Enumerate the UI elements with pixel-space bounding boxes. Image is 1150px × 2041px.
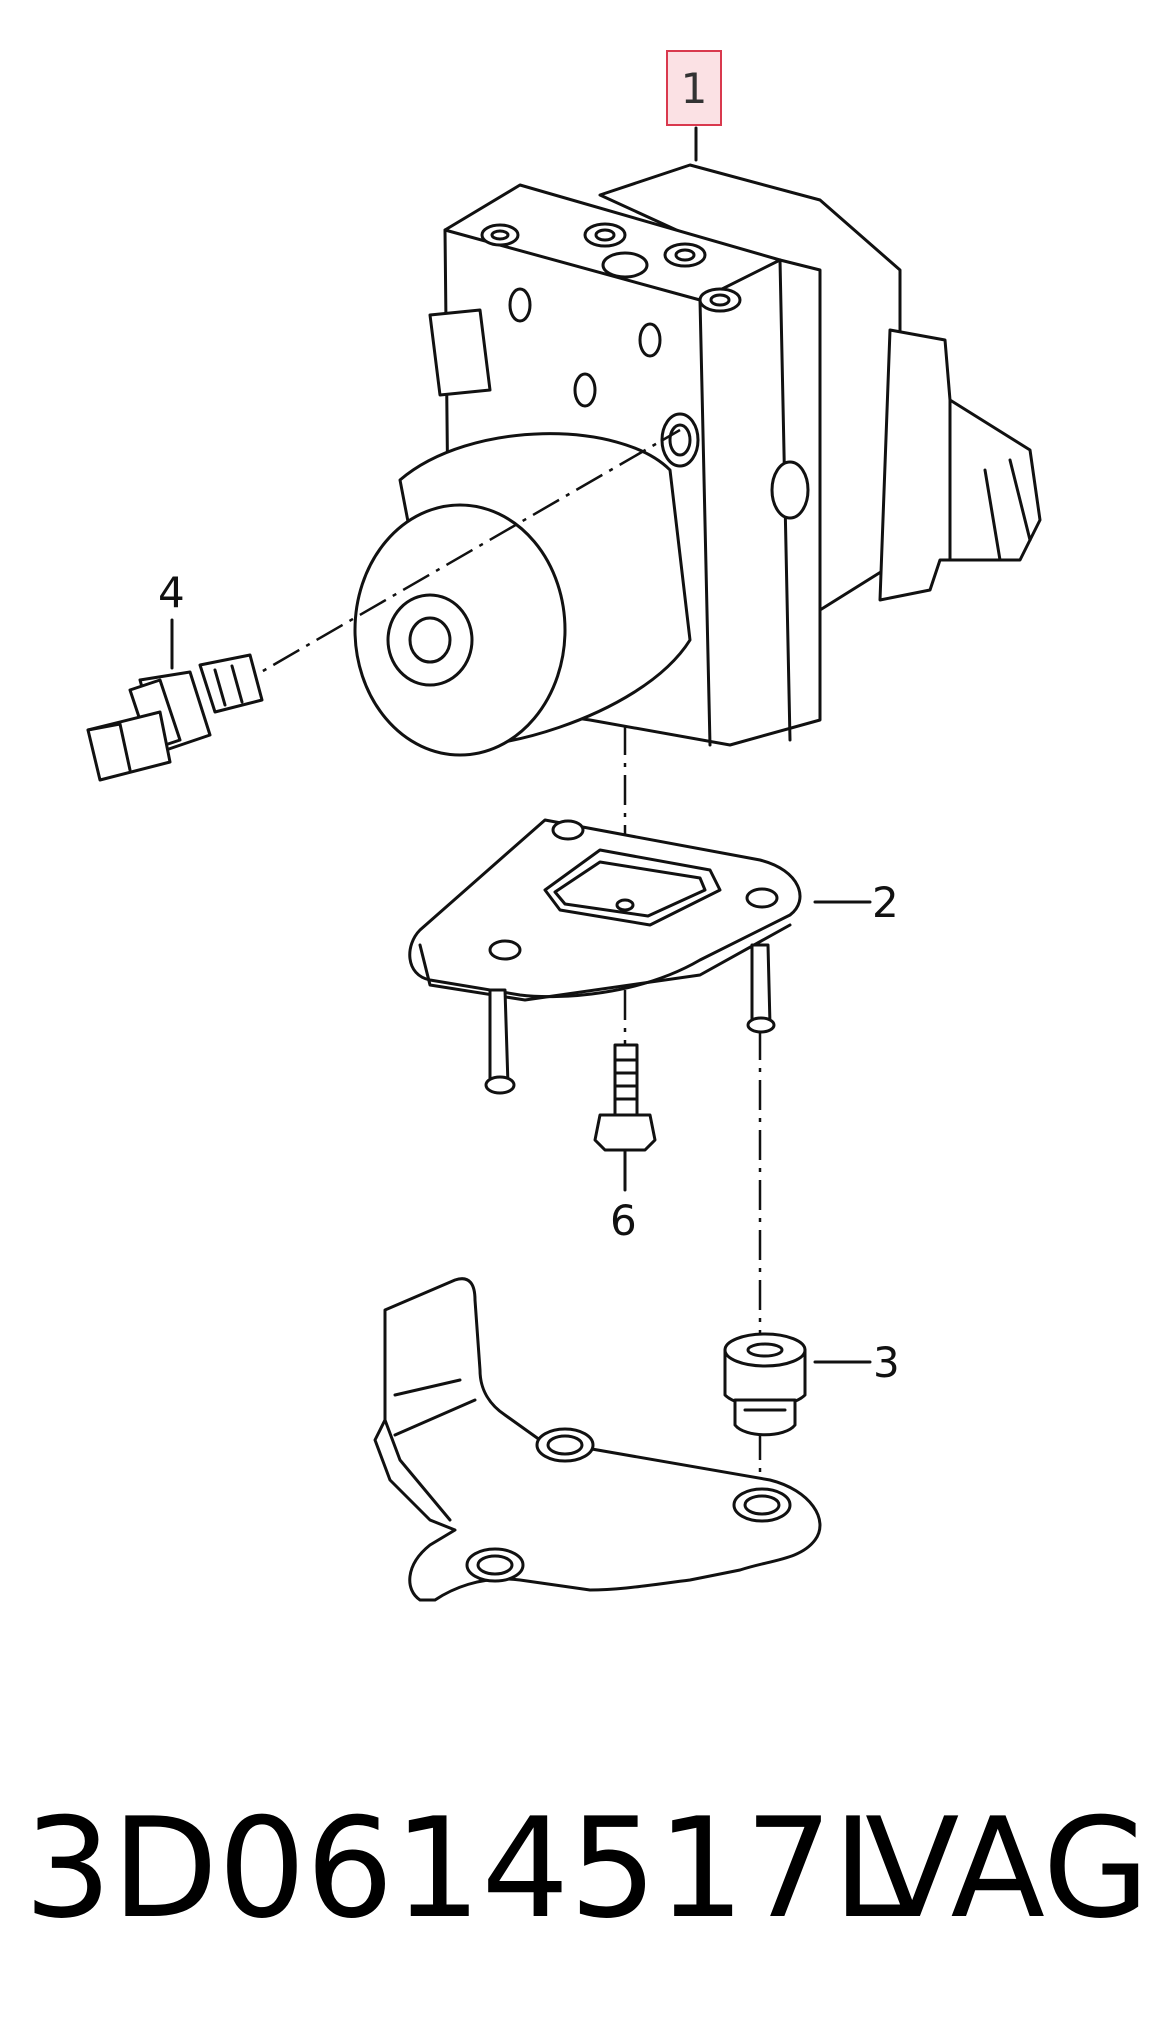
callout-1[interactable]: 1 [666, 50, 722, 126]
axis-line-part4 [229, 428, 681, 692]
callout-6: 6 [610, 1196, 637, 1245]
lower-bracket [373, 1277, 822, 1602]
mounting-bracket [408, 818, 802, 1095]
callout-4: 4 [158, 568, 185, 617]
bolt [593, 1043, 657, 1152]
brand-caption: VAG [865, 1788, 1150, 1949]
pressure-sensor [86, 653, 264, 782]
part-number-caption: 3D0614517L [24, 1788, 910, 1949]
callout-2: 2 [872, 878, 899, 927]
abs-hydraulic-unit [353, 163, 1042, 757]
rubber-mount [723, 1332, 807, 1437]
callout-3: 3 [873, 1338, 900, 1387]
